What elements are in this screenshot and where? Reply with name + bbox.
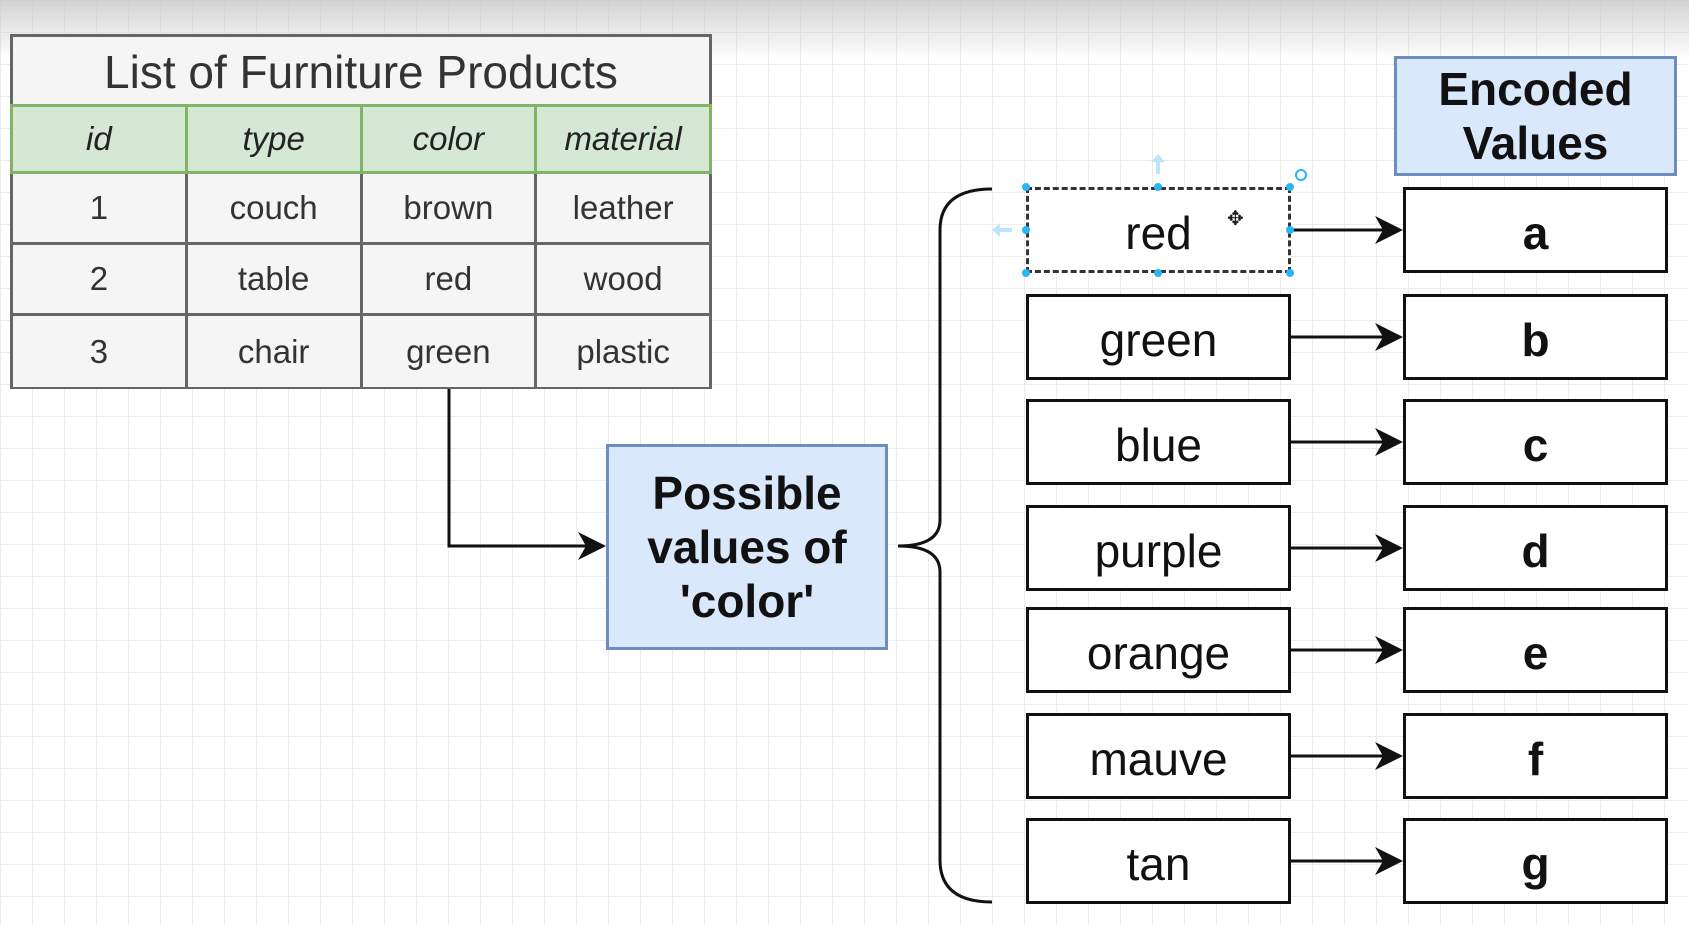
table-cell: red: [362, 245, 538, 316]
table-to-possible-values-connector[interactable]: [447, 389, 596, 548]
furniture-products-table[interactable]: List of Furniture Products id type color…: [10, 34, 712, 389]
encoded-value-label: a: [1522, 207, 1549, 259]
table-row: 2 table red wood: [13, 245, 709, 316]
selection-handle-bottom-left[interactable]: [1022, 269, 1030, 277]
color-value-label: green: [1099, 314, 1218, 366]
values-curly-brace[interactable]: [897, 187, 993, 904]
table-row: 3 chair green plastic: [13, 316, 709, 387]
encoded-value-label: d: [1521, 525, 1550, 577]
color-value-box-tan[interactable]: tan: [1026, 818, 1291, 904]
color-value-label: blue: [1115, 419, 1202, 471]
table-cell: green: [362, 316, 538, 387]
column-header-color: color: [362, 104, 538, 174]
possible-values-box[interactable]: Possible values of 'color': [606, 444, 888, 650]
possible-values-line1: Possible: [652, 467, 842, 519]
color-value-box-mauve[interactable]: mauve: [1026, 713, 1291, 799]
table-cell: couch: [187, 174, 363, 245]
table-cell: plastic: [537, 316, 709, 387]
color-value-label: red: [1125, 207, 1192, 259]
color-value-label: orange: [1086, 627, 1231, 679]
column-header-id: id: [10, 104, 188, 174]
table-connector-arrowhead: [578, 532, 606, 560]
column-header-type: type: [187, 104, 363, 174]
table-cell: wood: [537, 245, 709, 316]
table-cell: 2: [13, 245, 188, 316]
color-value-box-blue[interactable]: blue: [1026, 399, 1291, 485]
table-cell: leather: [537, 174, 709, 245]
value-arrowhead-red: [1375, 216, 1403, 244]
color-value-box-green[interactable]: green: [1026, 294, 1291, 380]
encoded-value-label: f: [1527, 733, 1544, 785]
encoded-value-box-d[interactable]: d: [1403, 505, 1668, 591]
encoded-value-box-e[interactable]: e: [1403, 607, 1668, 693]
selection-handle-top[interactable]: [1154, 183, 1162, 191]
table-cell: 1: [13, 174, 188, 245]
table-title: List of Furniture Products: [13, 37, 709, 104]
value-arrowhead-purple: [1375, 534, 1403, 562]
encoded-value-label: b: [1521, 314, 1550, 366]
value-arrowhead-orange: [1375, 636, 1403, 664]
encoded-header-line1: Encoded: [1438, 63, 1633, 115]
encoded-value-label: g: [1521, 838, 1550, 890]
table-cell: brown: [362, 174, 538, 245]
move-cursor-icon: ✥: [1227, 208, 1244, 230]
color-value-box-red[interactable]: red: [1026, 187, 1291, 273]
table-row: 1 couch brown leather: [13, 174, 709, 245]
selection-handle-bottom[interactable]: [1154, 269, 1162, 277]
encoded-value-box-a[interactable]: a: [1403, 187, 1668, 273]
value-to-encoding-arrows: [1291, 216, 1403, 875]
encoded-header-line2: Values: [1462, 117, 1609, 169]
possible-values-line2: values of: [647, 521, 847, 573]
table-cell: table: [187, 245, 363, 316]
encoded-value-box-f[interactable]: f: [1403, 713, 1668, 799]
color-value-label: mauve: [1089, 733, 1228, 785]
color-value-box-purple[interactable]: purple: [1026, 505, 1291, 591]
bottom-edge: [0, 924, 1689, 930]
value-arrowhead-tan: [1375, 847, 1403, 875]
color-value-box-orange[interactable]: orange: [1026, 607, 1291, 693]
encoded-value-label: e: [1522, 627, 1549, 679]
possible-values-line3: 'color': [679, 575, 815, 627]
encoded-value-label: c: [1522, 419, 1549, 471]
color-value-label: tan: [1126, 838, 1191, 890]
selection-handle-top-right[interactable]: [1286, 183, 1294, 191]
value-arrowhead-mauve: [1375, 742, 1403, 770]
table-cell: chair: [187, 316, 363, 387]
value-arrowhead-blue: [1375, 428, 1403, 456]
encoded-value-box-b[interactable]: b: [1403, 294, 1668, 380]
encoded-value-box-c[interactable]: c: [1403, 399, 1668, 485]
table-cell: 3: [13, 316, 188, 387]
encoded-value-box-g[interactable]: g: [1403, 818, 1668, 904]
table-header-row: id type color material: [10, 104, 712, 174]
selection-handle-top-left[interactable]: [1022, 183, 1030, 191]
encoded-values-header[interactable]: Encoded Values: [1394, 56, 1677, 176]
value-arrowhead-green: [1375, 323, 1403, 351]
column-header-material: material: [537, 104, 712, 174]
selection-handle-left[interactable]: [1022, 226, 1030, 234]
selection-handle-right[interactable]: [1286, 226, 1294, 234]
table-body: 1 couch brown leather 2 table red wood 3…: [13, 174, 709, 387]
selection-handle-bottom-right[interactable]: [1286, 269, 1294, 277]
color-value-label: purple: [1094, 525, 1223, 577]
